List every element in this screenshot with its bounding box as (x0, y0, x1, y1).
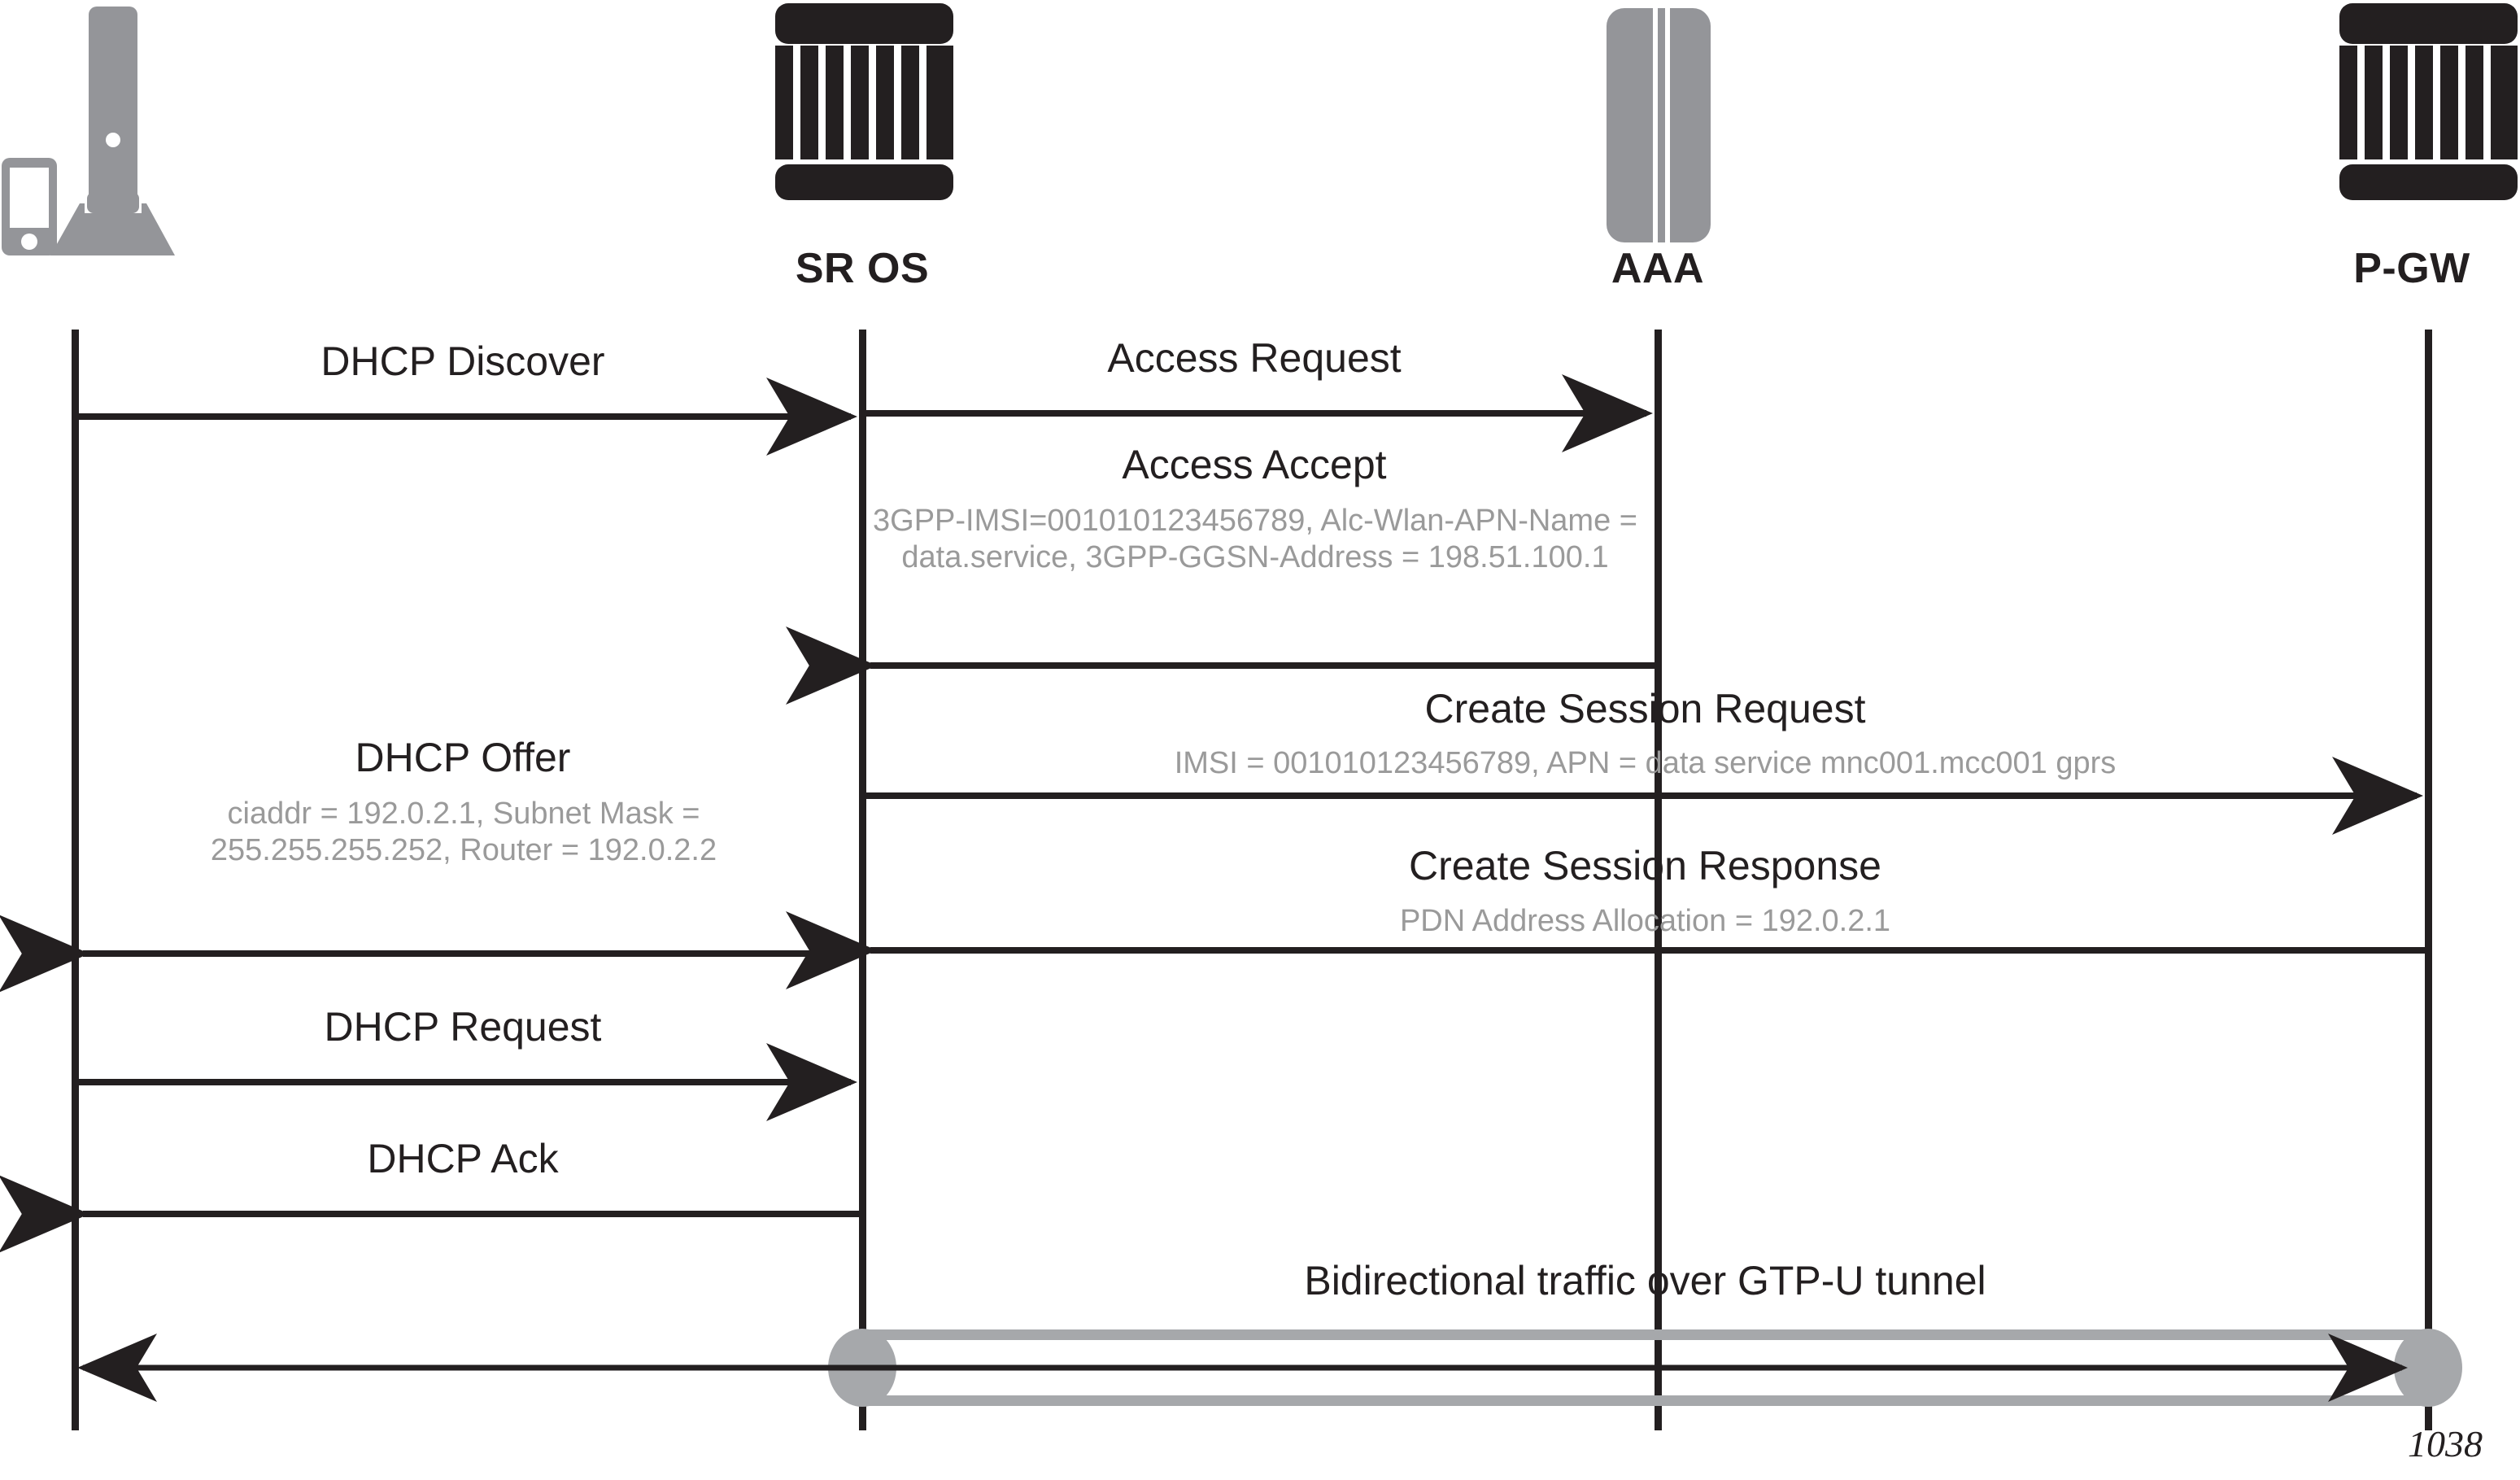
label-create-session-request: Create Session Request (1424, 686, 1866, 731)
label-access-accept: Access Accept (1122, 442, 1387, 487)
sub-create-session-request: IMSI = 001010123456789, APN = data servi… (1174, 746, 2117, 780)
sub-create-session-response: PDN Address Allocation = 192.0.2.1 (1399, 904, 1891, 938)
mobile-device-and-pc-icon (0, 0, 220, 260)
actor-label-aaa: AAA (1611, 245, 1705, 292)
server-icon-aaa (1607, 8, 1711, 248)
label-dhcp-request: DHCP Request (324, 1004, 602, 1050)
lifeline-pgw (2425, 330, 2432, 1430)
actor-label-sros: SR OS (795, 245, 930, 292)
label-dhcp-offer: DHCP Offer (355, 735, 571, 780)
label-dhcp-ack: DHCP Ack (367, 1136, 559, 1181)
label-gtpu-tunnel: Bidirectional traffic over GTP-U tunnel (1304, 1258, 1986, 1303)
sub-access-accept: 3GPP-IMSI=001010123456789, Alc-Wlan-APN-… (873, 504, 1637, 574)
lifeline-sros (859, 330, 866, 1430)
label-create-session-response: Create Session Response (1409, 843, 1881, 888)
router-icon-sros (773, 3, 956, 247)
lifeline-ue (72, 330, 79, 1430)
label-access-request: Access Request (1107, 335, 1402, 381)
lifeline-aaa (1655, 330, 1662, 1430)
figure-number: 1038 (2408, 1423, 2483, 1465)
sub-dhcp-offer: ciaddr = 192.0.2.1, Subnet Mask = 255.25… (210, 797, 717, 867)
router-icon-pgw (2337, 3, 2520, 247)
label-dhcp-discover: DHCP Discover (320, 338, 605, 384)
actor-label-pgw: P-GW (2353, 245, 2470, 292)
